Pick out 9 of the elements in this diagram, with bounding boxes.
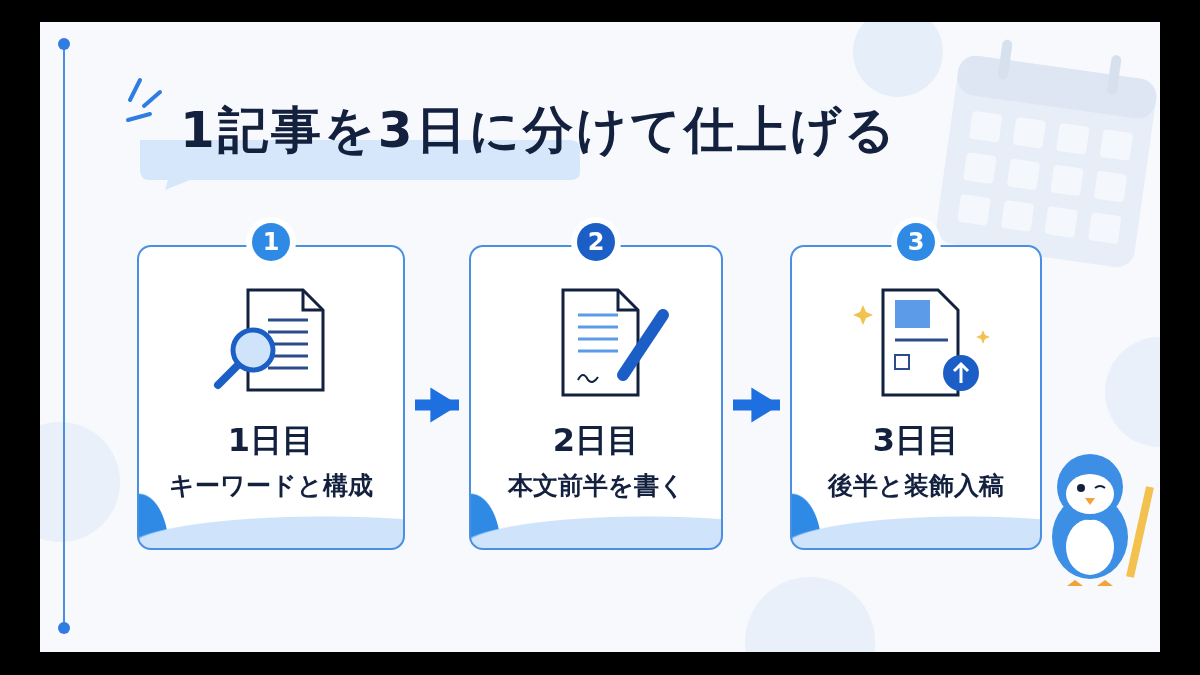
title: 1記事を3日に分けて仕上げる	[180, 100, 898, 161]
task-label: キーワードと構成	[168, 470, 374, 502]
task-label: 本文前半を書く	[506, 470, 686, 502]
day-label: 3日目	[871, 420, 961, 461]
task-label: 後半と装飾入稿	[826, 470, 1005, 502]
day-label: 2日目	[551, 420, 641, 461]
arrow	[733, 387, 780, 423]
arrow	[415, 387, 459, 423]
day-label: 1日目	[226, 420, 316, 461]
